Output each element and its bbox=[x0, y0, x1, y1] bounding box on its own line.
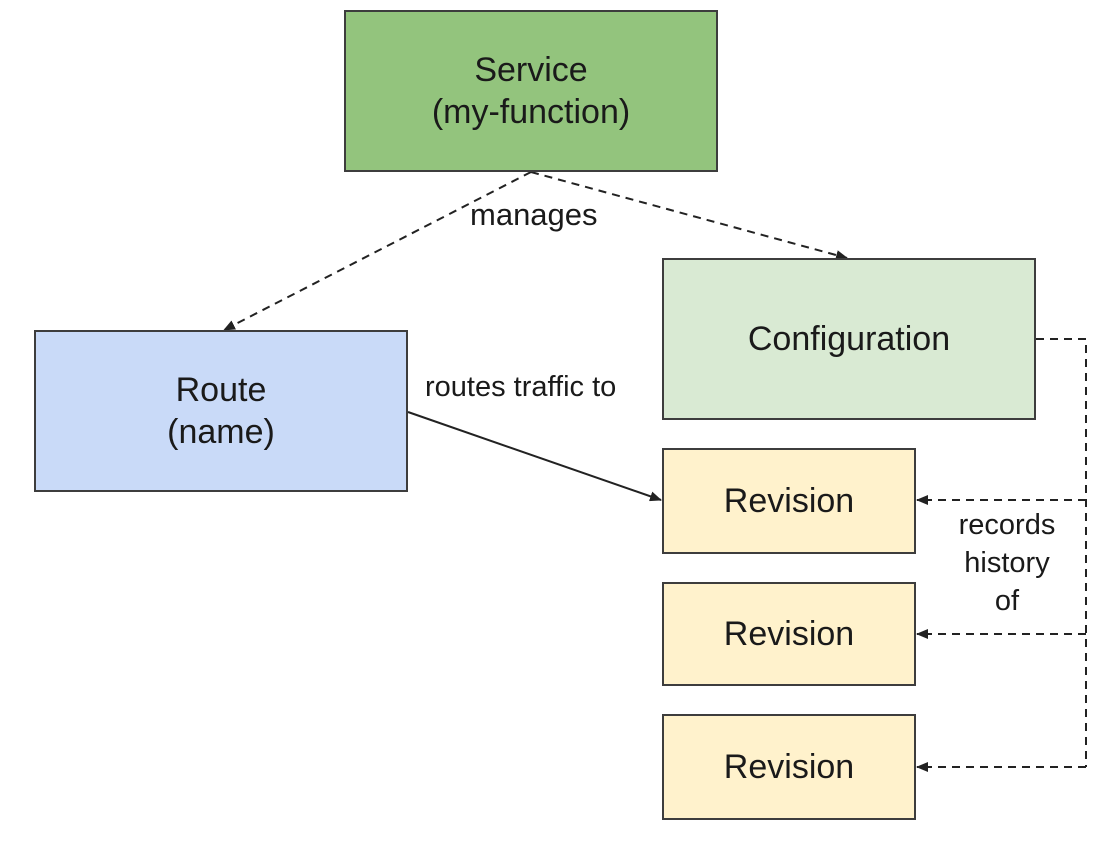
configuration-title: Configuration bbox=[747, 320, 951, 358]
edge-service-to-route bbox=[223, 171, 532, 331]
revision-label: Revision bbox=[723, 615, 855, 653]
route-node: Route (name) bbox=[34, 330, 408, 492]
records-history-label: records history of bbox=[945, 506, 1069, 620]
route-title: Route bbox=[175, 371, 267, 409]
revision-node-1: Revision bbox=[662, 448, 916, 554]
records-history-line-3: of bbox=[994, 585, 1020, 617]
routes-traffic-label: routes traffic to bbox=[425, 371, 617, 403]
revision-node-3: Revision bbox=[662, 714, 916, 820]
service-node: Service (my-function) bbox=[344, 10, 718, 172]
manages-label: manages bbox=[470, 197, 598, 232]
records-history-line-2: history bbox=[964, 547, 1050, 579]
revision-label: Revision bbox=[723, 482, 855, 520]
service-title: Service bbox=[474, 51, 588, 89]
records-history-line-1: records bbox=[958, 509, 1056, 541]
edge-configuration-trunk bbox=[1036, 338, 1087, 767]
revision-node-2: Revision bbox=[662, 582, 916, 686]
edge-service-to-configuration bbox=[530, 171, 848, 260]
edge-route-to-revision bbox=[407, 411, 662, 502]
revision-label: Revision bbox=[723, 748, 855, 786]
service-name: (my-function) bbox=[431, 93, 631, 131]
configuration-node: Configuration bbox=[662, 258, 1036, 420]
route-name: (name) bbox=[167, 413, 275, 451]
